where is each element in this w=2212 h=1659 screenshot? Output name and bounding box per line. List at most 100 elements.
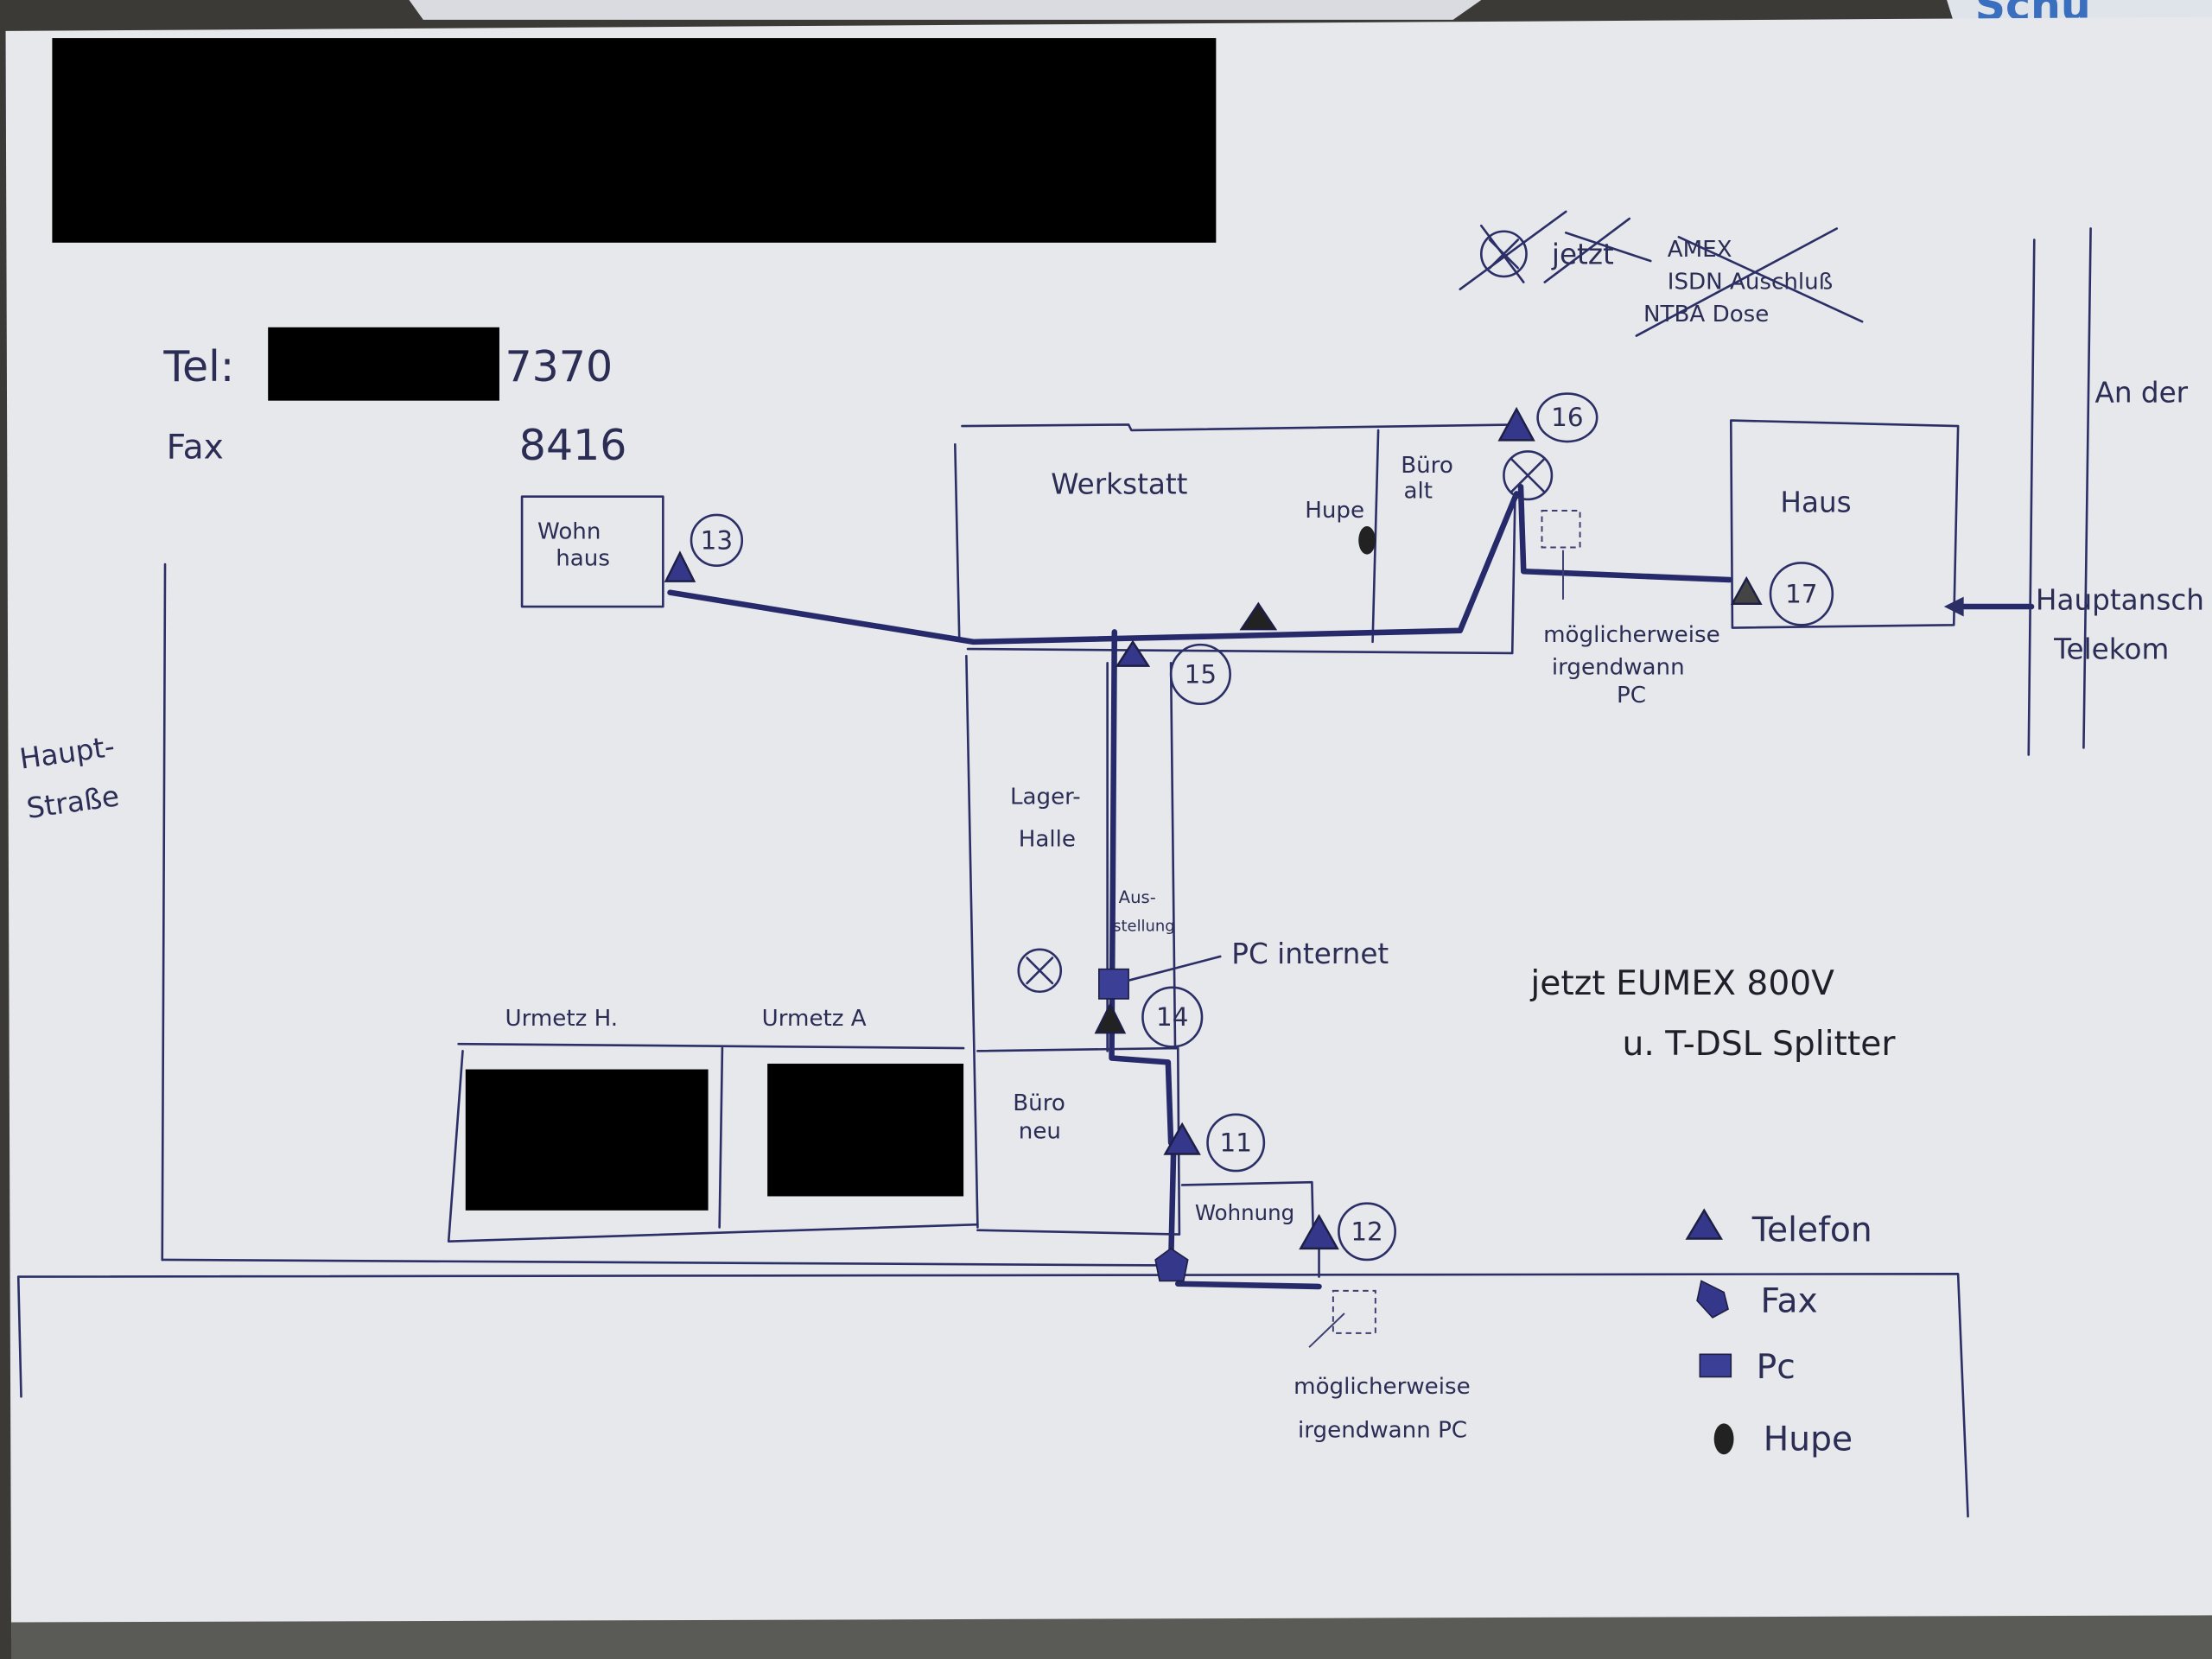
ausstellung-label-2: stellung	[1113, 918, 1175, 936]
street-line-right-1	[2027, 238, 2036, 756]
legend-label-hupe: Hupe	[1764, 1420, 1853, 1459]
device-circle-14	[1141, 986, 1204, 1048]
splitter-x-circle-icon	[1503, 450, 1554, 501]
building-haus	[1729, 419, 1960, 629]
device-number-12: 12	[1351, 1217, 1382, 1246]
future-pc-box-bottom	[1332, 1289, 1376, 1334]
future-pc-box-top	[1541, 510, 1581, 549]
street-line-left	[161, 563, 167, 1262]
arrow-head-icon	[1943, 596, 1964, 617]
device-number-17: 17	[1785, 579, 1817, 608]
device-circle-16	[1536, 392, 1599, 443]
werkstatt-bottom-wall	[966, 493, 1516, 655]
legend-pc-icon	[1699, 1353, 1732, 1378]
hauptanschluss-label-1: Hauptansch	[2036, 583, 2204, 616]
crossed-line-1: AMEX	[1668, 237, 1732, 263]
device-circle-15	[1169, 643, 1231, 705]
fax-icon	[1154, 1247, 1189, 1282]
maybe-pc-bottom-1: möglicherweise	[1294, 1374, 1471, 1400]
paper-sheet	[5, 16, 2212, 1640]
legend-label-pc: Pc	[1757, 1348, 1796, 1387]
fax-label: Fax	[167, 429, 224, 467]
urmetz-a-label: Urmetz A	[762, 1006, 867, 1032]
telefon-icon-12	[1299, 1213, 1339, 1250]
redaction-tel	[268, 327, 499, 401]
hupe-icon	[1358, 525, 1376, 555]
telefon-icon-16	[1497, 406, 1535, 442]
buero-alt-label-2: alt	[1403, 478, 1432, 504]
tel-number: 7370	[505, 342, 613, 391]
tel-label: Tel:	[162, 342, 234, 391]
werkstatt-label: Werkstatt	[1051, 467, 1187, 500]
crossed-line-2: ISDN Auschluß	[1668, 270, 1833, 296]
device-number-15: 15	[1185, 659, 1217, 689]
legend-label-telefon: Telefon	[1751, 1211, 1872, 1250]
device-number-14: 14	[1156, 1002, 1188, 1032]
werkstatt-left-wall	[954, 442, 961, 639]
telefon-icon-werkstatt	[1239, 601, 1278, 631]
building-wohnhaus	[520, 495, 664, 608]
device-circle-11	[1206, 1113, 1266, 1173]
ausstellung-label-1: Aus-	[1119, 887, 1156, 907]
wohnhaus-label-1: Wohn	[537, 519, 601, 545]
street-right-label: An der	[2094, 376, 2188, 409]
device-number-13: 13	[701, 525, 733, 555]
telefon-icon-17	[1730, 575, 1763, 605]
maybe-pc-top-1: möglicherweise	[1543, 622, 1720, 648]
wohnhaus-label-2: haus	[556, 546, 610, 572]
pc-internet-leader	[1127, 955, 1222, 982]
buero-neu-label-2: neu	[1019, 1119, 1061, 1145]
cable-wohnung	[1175, 1281, 1322, 1290]
buero-alt-label-1: Büro	[1401, 453, 1453, 479]
road-upper-line	[161, 1258, 1173, 1267]
device-number-11: 11	[1220, 1128, 1252, 1157]
street-line-right-2	[2082, 227, 2092, 749]
fax-number: 8416	[519, 421, 627, 470]
buero-alt-divider	[1371, 429, 1380, 644]
paper-underneath	[409, 0, 1482, 20]
legend: Telefon Fax Pc Hupe	[1685, 1208, 1872, 1459]
device-number-16: 16	[1551, 403, 1583, 432]
cable-fax	[1167, 1140, 1177, 1268]
redaction-urmetz-a	[767, 1064, 964, 1197]
cable-lagerhalle	[1109, 629, 1174, 1146]
urmetz-walls	[447, 1050, 979, 1243]
urmetz-divider	[718, 1046, 724, 1229]
legend-fax-icon	[1696, 1280, 1729, 1319]
current-setup-line-2: u. T-DSL Splitter	[1623, 1025, 1897, 1064]
crossed-line-3: NTBA Dose	[1643, 302, 1769, 327]
lagerhalle-right-wall	[1169, 662, 1177, 1048]
haus-label: Haus	[1780, 486, 1851, 519]
maybe-pc-top-2: irgendwann	[1552, 654, 1685, 680]
cable-haus	[1517, 484, 1732, 583]
crossed-old-note: jetzt AMEX ISDN Auschluß NTBA Dose	[1459, 210, 1864, 337]
device-circle-12	[1338, 1202, 1396, 1262]
hauptanschluss-label-2: Telekom	[2053, 632, 2169, 665]
lagerhalle-left-wall	[965, 654, 979, 1229]
legend-telefon-icon	[1685, 1208, 1723, 1240]
maybe-pc-bottom-2: irgendwann PC	[1298, 1418, 1467, 1444]
lagerhalle-label-1: Lager-	[1010, 785, 1081, 810]
cable-wohnhaus-werkstatt	[667, 491, 1520, 645]
redaction-urmetz-h	[465, 1069, 709, 1211]
table-bottom	[11, 1615, 2212, 1659]
pc-internet-label: PC internet	[1231, 938, 1389, 970]
building-wohnung	[1180, 1180, 1315, 1243]
road-outline	[16, 1272, 1969, 1518]
pc-icon-internet	[1098, 968, 1129, 1000]
wohnung-label: Wohnung	[1195, 1200, 1294, 1225]
legend-hupe-icon	[1713, 1423, 1734, 1455]
device-circle-13	[690, 513, 744, 567]
urmetz-top-wall	[457, 1042, 965, 1050]
x-circle-icon-lagerhalle	[1017, 948, 1063, 994]
telefon-icon-14	[1094, 1001, 1127, 1034]
legend-label-fax: Fax	[1761, 1281, 1818, 1320]
paper-underneath-right	[1947, 0, 2212, 23]
current-setup-line-1: jetzt EUMEX 800V	[1529, 964, 1834, 1003]
telefon-icon-13	[664, 550, 696, 582]
telefon-icon-11	[1163, 1122, 1201, 1155]
redaction-header	[52, 38, 1217, 243]
telefon-icon-15	[1115, 639, 1151, 667]
lagerhalle-label-2: Halle	[1019, 827, 1076, 853]
